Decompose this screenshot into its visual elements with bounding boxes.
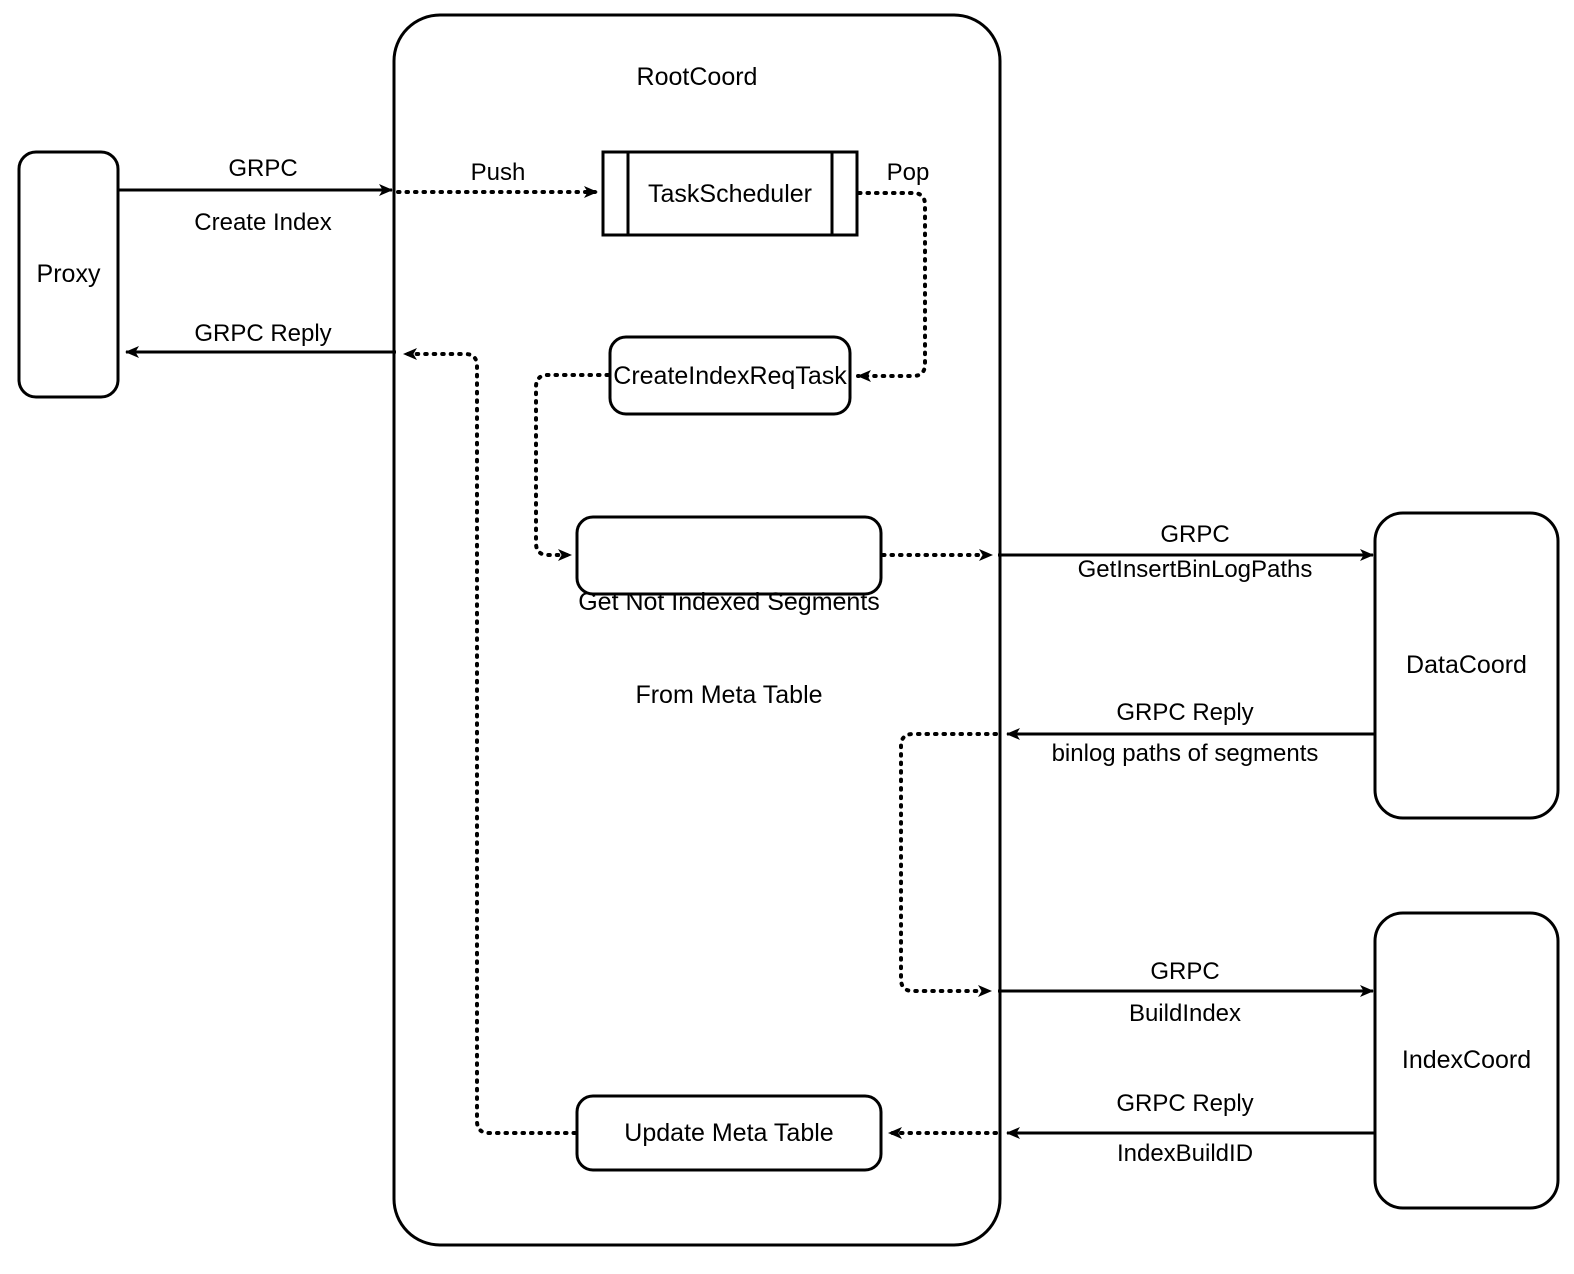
edge-label-grpc-create-index-bottom: Create Index <box>194 209 332 236</box>
node-create-index-req-task[interactable] <box>608 335 852 416</box>
node-get-not-indexed-segments[interactable] <box>575 515 883 596</box>
edge-label-grpc-buildindex-bottom: BuildIndex <box>1128 1000 1242 1027</box>
edge-label-grpc-reply-binlog-bottom: binlog paths of segments <box>1051 740 1319 767</box>
edge-label-grpc-buildindex-top: GRPC <box>1150 958 1220 985</box>
node-proxy[interactable] <box>17 150 120 399</box>
edge-label-grpc-getinsertbinlogpaths-bottom: GetInsertBinLogPaths <box>1077 556 1313 583</box>
edge-task-to-get-segments <box>534 373 610 561</box>
edge-label-grpc-getinsertbinlogpaths-top: GRPC <box>1160 521 1230 548</box>
edge-label-push: Push <box>470 159 526 186</box>
node-rootcoord[interactable] <box>392 13 1002 1247</box>
edge-binlog-to-buildindex <box>899 732 998 997</box>
node-update-meta-table[interactable] <box>575 1094 883 1172</box>
edge-label-grpc-reply-proxy: GRPC Reply <box>194 320 332 347</box>
node-datacoord[interactable] <box>1373 511 1560 820</box>
edge-label-grpc-create-index-top: GRPC <box>228 155 298 182</box>
edge-label-pop: Pop <box>886 159 930 186</box>
node-task-scheduler[interactable] <box>601 150 859 237</box>
edge-label-grpc-reply-indexbuildid-top: GRPC Reply <box>1116 1090 1254 1117</box>
edge-updatemeta-to-grpc-reply <box>402 348 577 1135</box>
edge-label-grpc-reply-indexbuildid-bottom: IndexBuildID <box>1116 1140 1254 1167</box>
edge-label-grpc-reply-binlog-top: GRPC Reply <box>1116 699 1254 726</box>
edge-pop-to-task <box>856 191 927 382</box>
node-indexcoord[interactable] <box>1373 911 1560 1210</box>
